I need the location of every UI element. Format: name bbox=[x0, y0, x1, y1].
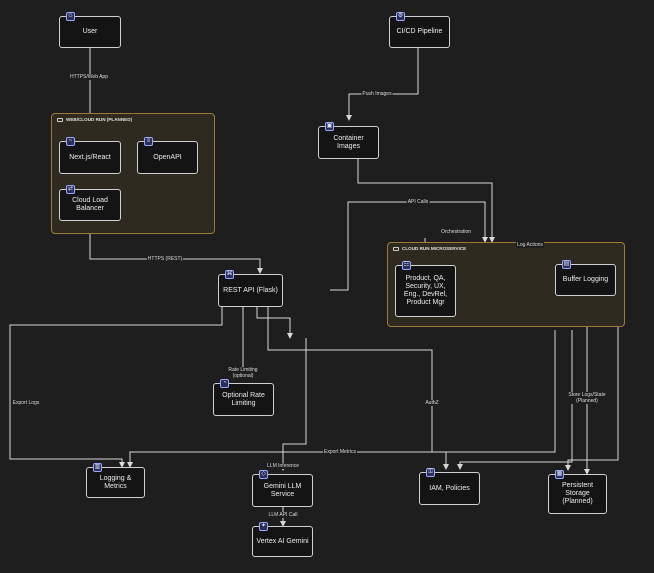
edge-gemini-llm bbox=[280, 338, 307, 471]
storage-icon: ▦ bbox=[555, 470, 564, 479]
edge-label-log-actions: Log Actions bbox=[516, 242, 544, 248]
load-balancer-icon: ⇄ bbox=[66, 185, 75, 194]
group-micro-label: CLOUD RUN MICROSERVICE bbox=[402, 246, 467, 251]
group-icon: ☷ bbox=[402, 261, 411, 270]
node-gemini-llm[interactable]: ◇ Gemini LLM Service bbox=[252, 470, 313, 507]
node-cicd-label: CI/CD Pipeline bbox=[396, 28, 443, 35]
node-agents-label: Product, QA, Security, UX, Eng., DevRel,… bbox=[403, 275, 448, 306]
node-rest-api[interactable]: ⌘ REST API (Flask) bbox=[218, 270, 283, 307]
lock-icon: ⚿ bbox=[426, 468, 435, 477]
node-gemini-label: Gemini LLM Service bbox=[263, 482, 302, 498]
window-icon bbox=[393, 246, 399, 251]
edge-label-export-metrics: Export Metrics bbox=[323, 449, 357, 455]
node-openapi-label: OpenAPI bbox=[153, 153, 182, 161]
edge-label-llm-api-call: LLM API Call bbox=[267, 512, 299, 518]
edge-buffer-storage bbox=[565, 309, 619, 471]
node-logging-label: Logging & Metrics bbox=[99, 474, 132, 490]
edge-cicd-container bbox=[346, 48, 419, 121]
pipeline-icon: ⚙ bbox=[396, 12, 405, 21]
edge-rest-iam bbox=[267, 307, 449, 470]
node-openapi[interactable]: ≡ OpenAPI bbox=[137, 137, 198, 174]
node-rate-limiting[interactable]: ◔ Optional Rate Limiting bbox=[213, 379, 274, 416]
edge-label-authz: AuthZ bbox=[424, 400, 440, 406]
node-buffer-label: Buffer Logging bbox=[562, 276, 609, 283]
edge-label-https-rest: HTTPS (REST) bbox=[146, 256, 184, 262]
edge-label-export-logs: Export Logs bbox=[11, 400, 41, 406]
edge-rest-apicalls bbox=[330, 201, 488, 291]
edge-label-llm-inference: LLM Inference bbox=[266, 463, 300, 469]
node-logging-metrics[interactable]: ▥ Logging & Metrics bbox=[86, 463, 145, 498]
edge-label-store-logs: Store Logs/State (Planned) bbox=[564, 392, 610, 404]
node-nextjs-label: Next.js/React bbox=[69, 153, 111, 161]
group-web-label: WEB/CLOUD RUN (PLANNED) bbox=[66, 117, 133, 122]
edge-rest-gemini bbox=[256, 307, 293, 339]
logging-icon: ▤ bbox=[562, 260, 571, 269]
node-vertex-label: Vertex AI Gemini bbox=[256, 537, 309, 545]
edge-rest-logging bbox=[9, 300, 223, 468]
metrics-icon: ▥ bbox=[93, 463, 102, 472]
window-icon bbox=[57, 117, 63, 122]
node-iam[interactable]: ⚿ IAM, Policies bbox=[419, 468, 480, 505]
node-container-images[interactable]: ▣ Container Images bbox=[318, 122, 379, 159]
container-icon: ▣ bbox=[325, 122, 334, 131]
node-buffer-logging[interactable]: ▤ Buffer Logging bbox=[555, 260, 616, 296]
node-storage-label: Persistent Storage (Planned) bbox=[561, 482, 594, 505]
node-agents[interactable]: ☷ Product, QA, Security, UX, Eng., DevRe… bbox=[395, 261, 456, 317]
edge-label-https-webapp: HTTPS/Web App bbox=[69, 74, 109, 80]
node-container-label: Container Images bbox=[333, 134, 364, 150]
node-iam-label: IAM, Policies bbox=[429, 484, 470, 492]
group-micro-title: CLOUD RUN MICROSERVICE bbox=[393, 246, 466, 251]
service-icon: ◇ bbox=[259, 470, 268, 479]
edge-container-agents bbox=[357, 159, 495, 243]
rate-limit-icon: ◔ bbox=[220, 379, 229, 388]
node-clb-label: Cloud Load Balancer bbox=[72, 197, 108, 212]
edge-label-rate-limiting: Rate Limiting (optional) bbox=[224, 367, 262, 379]
document-icon: ≡ bbox=[144, 137, 153, 146]
node-cicd[interactable]: ⚙ CI/CD Pipeline bbox=[389, 12, 450, 48]
node-user-label: User bbox=[82, 28, 98, 35]
ai-icon: ✦ bbox=[259, 522, 268, 531]
node-rest-label: REST API (Flask) bbox=[223, 286, 278, 294]
node-persistent-storage[interactable]: ▦ Persistent Storage (Planned) bbox=[548, 470, 607, 514]
edge-label-orchestration: Orchestration bbox=[439, 229, 473, 235]
edge-label-api-calls: API Calls bbox=[406, 199, 430, 205]
chart-icon: ~ bbox=[66, 137, 75, 146]
group-web-title: WEB/CLOUD RUN (PLANNED) bbox=[57, 117, 132, 122]
edge-agents-logging bbox=[127, 330, 556, 468]
node-nextjs[interactable]: ~ Next.js/React bbox=[59, 137, 121, 174]
node-cloud-load-balancer[interactable]: ⇄ Cloud Load Balancer bbox=[59, 185, 121, 221]
edge-label-push-images: Push Images bbox=[361, 91, 393, 97]
user-icon: ☺ bbox=[66, 12, 75, 21]
api-icon: ⌘ bbox=[225, 270, 234, 279]
node-ratelimit-label: Optional Rate Limiting bbox=[222, 391, 265, 407]
node-user[interactable]: ☺ User bbox=[59, 12, 121, 48]
node-vertex-ai[interactable]: ✦ Vertex AI Gemini bbox=[252, 522, 313, 557]
